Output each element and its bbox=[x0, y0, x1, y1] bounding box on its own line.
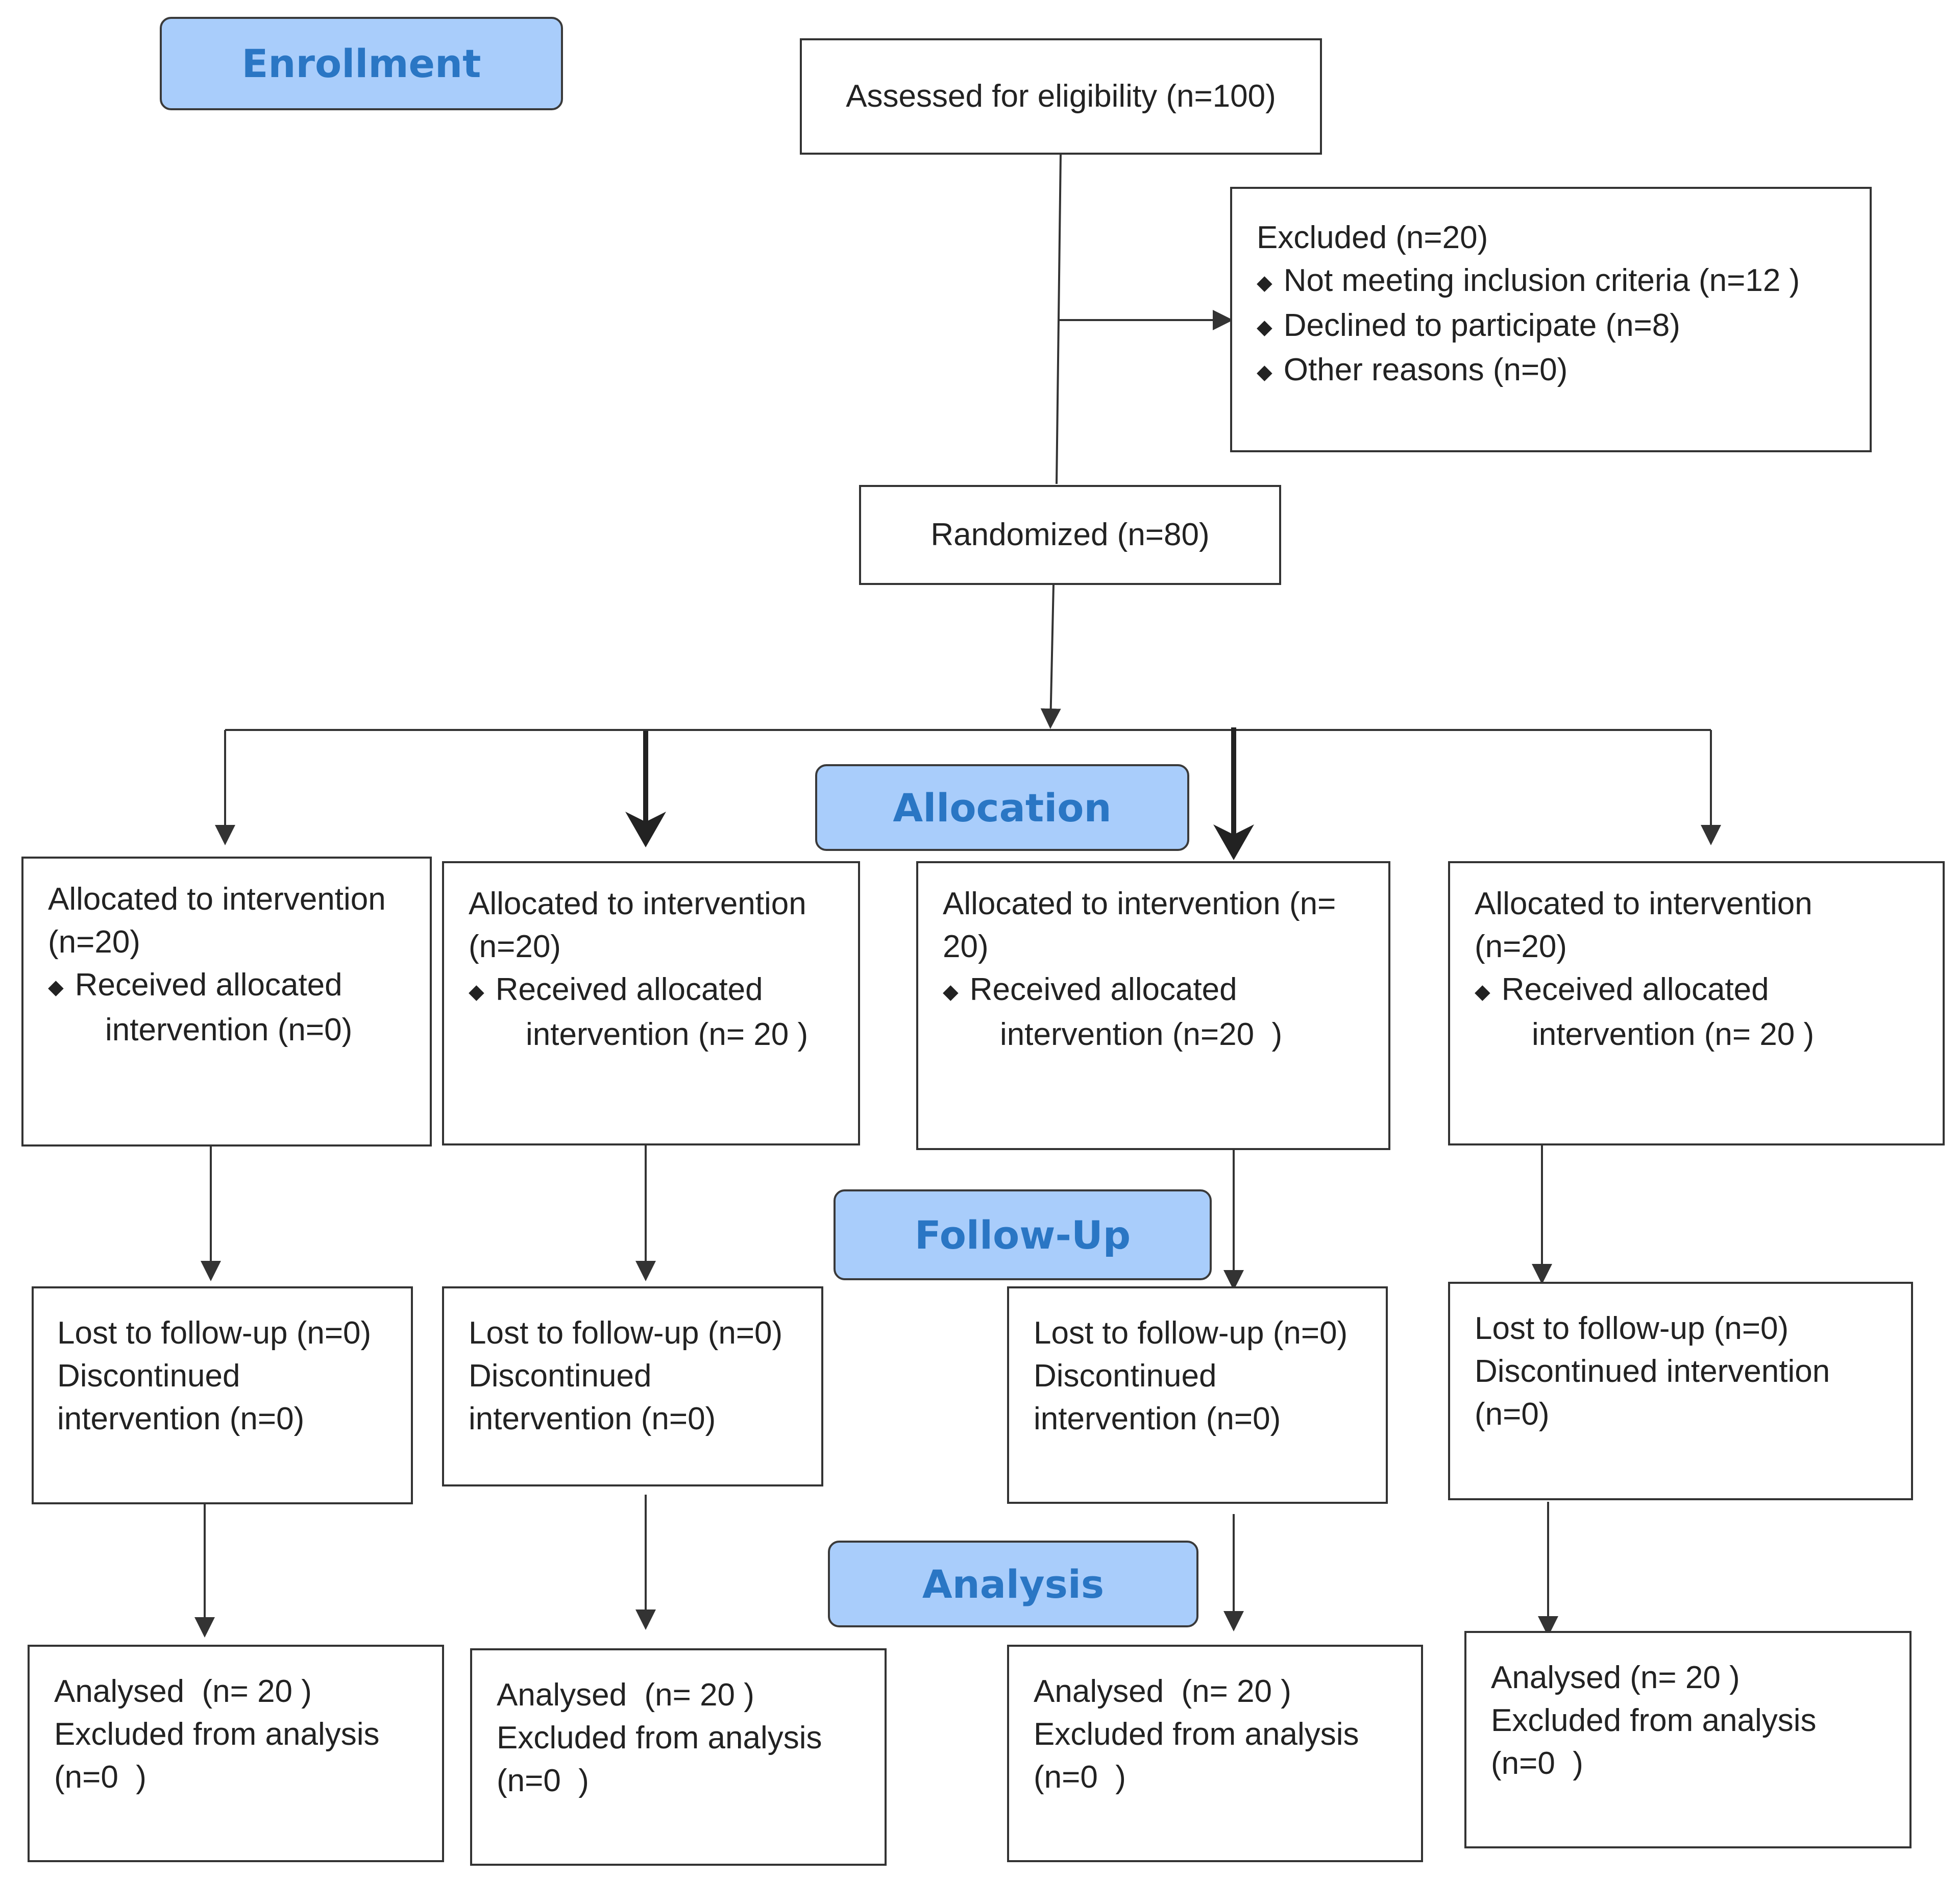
diamond-bullet-icon: ◆ bbox=[1475, 980, 1490, 1003]
randomized-text: Randomized (n=80) bbox=[930, 517, 1210, 552]
stage-label: Enrollment bbox=[241, 41, 481, 86]
followup-line: Lost to follow-up (n=0) bbox=[57, 1315, 372, 1351]
stage-follow-up: Follow-Up bbox=[834, 1189, 1212, 1280]
allocation-box-arm-1: Allocated to intervention (n=20) ◆Receiv… bbox=[21, 857, 432, 1147]
diamond-bullet-icon: ◆ bbox=[1257, 360, 1272, 383]
diamond-bullet-icon: ◆ bbox=[1257, 271, 1272, 294]
received-item: ◆Received allocated bbox=[1475, 972, 1769, 1007]
stage-analysis: Analysis bbox=[828, 1541, 1198, 1627]
excluded-title: Excluded (n=20) bbox=[1257, 220, 1488, 255]
allocation-box-arm-3: Allocated to intervention (n= 20) ◆Recei… bbox=[916, 861, 1390, 1150]
allocation-line: (n=20) bbox=[48, 924, 140, 960]
diamond-bullet-icon: ◆ bbox=[469, 980, 484, 1003]
followup-line: intervention (n=0) bbox=[57, 1401, 305, 1436]
received-item-cont: intervention (n=0) bbox=[105, 1012, 353, 1047]
analysis-line: Excluded from analysis bbox=[54, 1717, 380, 1752]
followup-line: intervention (n=0) bbox=[469, 1401, 716, 1436]
stage-label: Analysis bbox=[922, 1561, 1105, 1607]
analysis-line: Excluded from analysis bbox=[497, 1720, 822, 1755]
allocation-line: Allocated to intervention bbox=[1475, 886, 1812, 921]
trunk-line-top bbox=[1056, 154, 1062, 484]
excluded-item: ◆Declined to participate (n=8) bbox=[1257, 307, 1680, 343]
received-item: ◆Received allocated bbox=[469, 972, 763, 1007]
analysis-line: Analysed (n= 20 ) bbox=[1034, 1674, 1291, 1709]
allocation-box-arm-4: Allocated to intervention (n=20) ◆Receiv… bbox=[1448, 861, 1945, 1145]
allocation-line: Allocated to intervention bbox=[469, 886, 806, 921]
followup-box-arm-1: Lost to follow-up (n=0) Discontinued int… bbox=[32, 1286, 413, 1504]
excluded-item: ◆Not meeting inclusion criteria (n=12 ) bbox=[1257, 263, 1800, 298]
analysis-box-arm-1: Analysed (n= 20 ) Excluded from analysis… bbox=[28, 1645, 444, 1862]
received-item-cont: intervention (n=20 ) bbox=[1000, 1016, 1283, 1052]
stage-allocation: Allocation bbox=[815, 764, 1189, 851]
allocation-line: (n=20) bbox=[469, 929, 561, 964]
analysis-line: (n=0 ) bbox=[54, 1760, 146, 1795]
stage-label: Allocation bbox=[893, 785, 1112, 831]
followup-line: Discontinued bbox=[57, 1358, 240, 1394]
analysis-box-arm-2: Analysed (n= 20 ) Excluded from analysis… bbox=[470, 1648, 887, 1866]
allocation-line: 20) bbox=[943, 929, 989, 964]
randomized-box: Randomized (n=80) bbox=[859, 485, 1281, 585]
followup-line: Discontinued bbox=[469, 1358, 652, 1394]
analysis-line: Analysed (n= 20 ) bbox=[497, 1677, 754, 1713]
allocation-line: Allocated to intervention (n= bbox=[943, 886, 1336, 921]
analysis-line: (n=0 ) bbox=[1034, 1760, 1126, 1795]
followup-line: (n=0) bbox=[1475, 1397, 1550, 1432]
received-item-cont: intervention (n= 20 ) bbox=[526, 1016, 808, 1052]
allocation-box-arm-2: Allocated to intervention (n=20) ◆Receiv… bbox=[442, 861, 860, 1145]
diamond-bullet-icon: ◆ bbox=[1257, 316, 1272, 339]
stage-enrollment: Enrollment bbox=[160, 17, 563, 110]
analysis-line: Excluded from analysis bbox=[1491, 1703, 1817, 1738]
analysis-line: Analysed (n= 20 ) bbox=[54, 1674, 312, 1709]
followup-line: Lost to follow-up (n=0) bbox=[469, 1315, 783, 1351]
excluded-item: ◆Other reasons (n=0) bbox=[1257, 352, 1568, 388]
received-item-cont: intervention (n= 20 ) bbox=[1532, 1016, 1815, 1052]
received-item: ◆Received allocated bbox=[943, 972, 1237, 1007]
analysis-line: Excluded from analysis bbox=[1034, 1717, 1359, 1752]
stage-label: Follow-Up bbox=[914, 1212, 1131, 1258]
followup-line: Discontinued intervention bbox=[1475, 1354, 1830, 1389]
analysis-line: (n=0 ) bbox=[497, 1763, 589, 1798]
followup-box-arm-2: Lost to follow-up (n=0) Discontinued int… bbox=[442, 1286, 823, 1486]
allocation-line: (n=20) bbox=[1475, 929, 1567, 964]
analysis-box-arm-4: Analysed (n= 20 ) Excluded from analysis… bbox=[1464, 1631, 1912, 1848]
analysis-line: (n=0 ) bbox=[1491, 1746, 1583, 1781]
followup-box-arm-4: Lost to follow-up (n=0) Discontinued int… bbox=[1448, 1282, 1913, 1500]
assessed-box: Assessed for eligibility (n=100) bbox=[800, 38, 1322, 155]
received-item: ◆Received allocated bbox=[48, 967, 342, 1003]
followup-line: intervention (n=0) bbox=[1034, 1401, 1281, 1436]
followup-box-arm-3: Lost to follow-up (n=0) Discontinued int… bbox=[1007, 1286, 1388, 1504]
allocation-line: Allocated to intervention bbox=[48, 882, 386, 917]
assessed-text: Assessed for eligibility (n=100) bbox=[846, 79, 1276, 114]
arrow-to-split bbox=[1040, 584, 1061, 729]
diamond-bullet-icon: ◆ bbox=[48, 975, 64, 998]
analysis-box-arm-3: Analysed (n= 20 ) Excluded from analysis… bbox=[1007, 1645, 1423, 1862]
excluded-box: Excluded (n=20) ◆Not meeting inclusion c… bbox=[1230, 187, 1872, 452]
followup-line: Discontinued bbox=[1034, 1358, 1217, 1394]
diamond-bullet-icon: ◆ bbox=[943, 980, 959, 1003]
followup-line: Lost to follow-up (n=0) bbox=[1034, 1315, 1348, 1351]
analysis-line: Analysed (n= 20 ) bbox=[1491, 1660, 1740, 1695]
followup-line: Lost to follow-up (n=0) bbox=[1475, 1311, 1789, 1346]
